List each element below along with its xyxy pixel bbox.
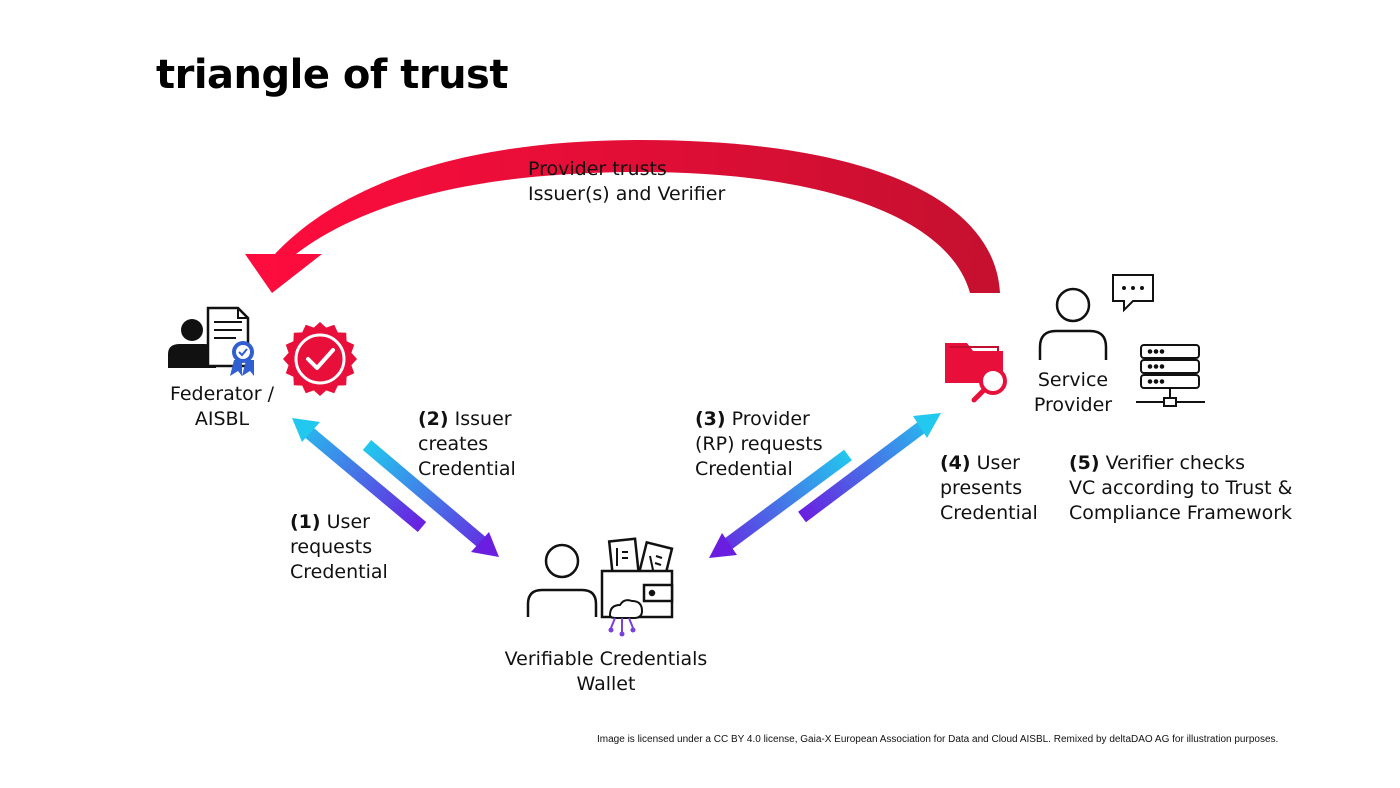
step-5-number: (5)	[1069, 452, 1100, 474]
step-2-line2: creates	[418, 433, 489, 455]
arrow-user-presents	[798, 413, 941, 523]
diagram-title: triangle of trust	[156, 52, 509, 98]
service-provider-user-icon	[1038, 287, 1108, 360]
server-icon	[1136, 344, 1205, 407]
step-5-label: (5) Verifier checks VC according to Trus…	[1069, 451, 1292, 526]
step-4-label: (4) User presents Credential	[940, 451, 1038, 526]
step-3-line3: Credential	[695, 458, 793, 480]
step-1-line3: Credential	[290, 561, 388, 583]
arrow-issuer-creates	[362, 440, 499, 557]
step-4-line3: Credential	[940, 502, 1038, 524]
service-provider-line2: Provider	[1033, 394, 1113, 416]
step-1-line1: User	[326, 511, 370, 533]
federator-certificate-icon	[168, 306, 254, 376]
arrow-provider-requests	[709, 449, 852, 558]
step-2-label: (2) Issuer creates Credential	[418, 407, 516, 482]
federator-label-line2: AISBL	[194, 408, 250, 430]
step-2-line3: Credential	[418, 458, 516, 480]
wallet-label-line1: Verifiable Credentials	[504, 648, 708, 670]
wallet-user-icon	[526, 543, 598, 617]
step-4-line1: User	[976, 452, 1020, 474]
wallet-icon	[600, 537, 674, 637]
step-4-line2: presents	[940, 477, 1023, 499]
trust-arc-arrow	[245, 140, 1000, 293]
step-3-number: (3)	[695, 408, 726, 430]
step-5-line2: VC according to Trust &	[1069, 477, 1293, 499]
wallet-label-line2: Wallet	[576, 673, 636, 695]
step-1-line2: requests	[290, 536, 373, 558]
chat-bubble-icon	[1112, 274, 1154, 313]
trust-label-line2: Issuer(s) and Verifier	[528, 183, 726, 205]
service-provider-label: Service Provider	[1020, 368, 1126, 418]
wallet-label: Verifiable Credentials Wallet	[496, 647, 716, 697]
license-footer: Image is licensed under a CC BY 4.0 lice…	[597, 734, 1279, 745]
step-4-number: (4)	[940, 452, 971, 474]
step-2-line1: Issuer	[454, 408, 512, 430]
step-3-label: (3) Provider (RP) requests Credential	[695, 407, 823, 482]
verified-seal-icon	[283, 322, 357, 396]
step-5-line1: Verifier checks	[1105, 452, 1245, 474]
folder-search-icon	[945, 339, 1007, 403]
step-3-line2: (RP) requests	[695, 433, 823, 455]
step-3-line1: Provider	[731, 408, 810, 430]
federator-label: Federator / AISBL	[160, 382, 284, 432]
step-1-label: (1) User requests Credential	[290, 510, 388, 585]
step-1-number: (1)	[290, 511, 321, 533]
trust-label-line1: Provider trusts	[528, 158, 667, 180]
step-5-line3: Compliance Framework	[1069, 502, 1293, 524]
federator-label-line1: Federator /	[169, 383, 275, 405]
service-provider-line1: Service	[1037, 369, 1109, 391]
trust-label: Provider trusts Issuer(s) and Verifier	[528, 157, 725, 207]
arrow-user-requests	[292, 418, 427, 532]
step-2-number: (2)	[418, 408, 449, 430]
